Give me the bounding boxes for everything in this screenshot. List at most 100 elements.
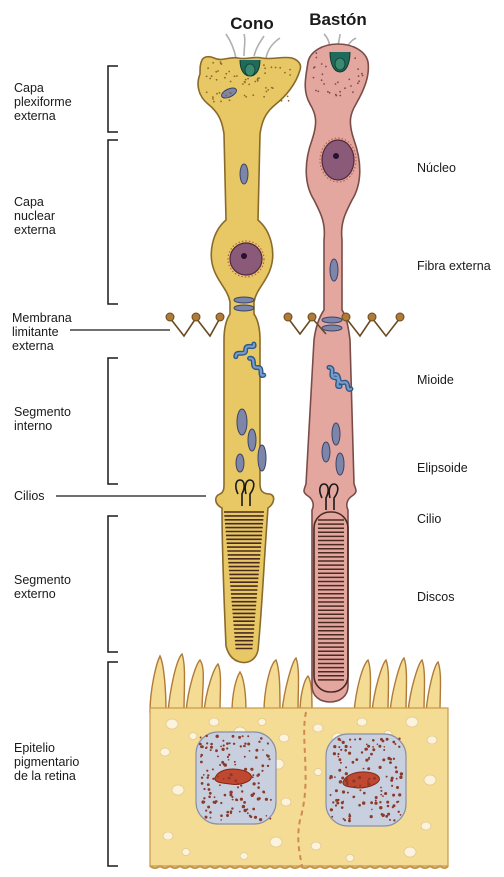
granule [313,77,315,79]
chromatin-granule [367,745,370,748]
chromatin-granule [223,744,225,746]
chromatin-granule [269,818,271,820]
chromatin-granule [208,796,211,799]
granule [254,81,256,83]
chromatin-granule [347,792,349,794]
chromatin-granule [400,814,402,816]
chromatin-granule [329,777,331,779]
chromatin-granule [253,782,256,785]
chromatin-granule [335,799,338,802]
chromatin-granule [379,766,382,769]
cone-synaptic-ribbon [245,64,255,76]
chromatin-granule [358,776,361,779]
chromatin-granule [209,811,212,814]
granule [234,75,236,77]
granule [337,81,339,83]
chromatin-granule [395,770,398,773]
granule [215,71,217,73]
chromatin-granule [331,816,333,818]
granule [289,69,291,71]
chromatin-granule [387,757,390,760]
chromatin-granule [375,800,377,802]
chromatin-granule [207,774,209,776]
chromatin-granule [242,805,245,808]
chromatin-granule [217,776,219,778]
granule [263,96,265,98]
granule [357,68,359,70]
chromatin-granule [244,743,246,745]
granule [252,94,254,96]
chromatin-granule [384,746,386,748]
granule [317,91,319,93]
granule [339,95,341,97]
chromatin-granule [203,801,205,803]
chromatin-granule [243,801,246,804]
chromatin-granule [370,815,373,818]
chromatin-granule [237,783,239,785]
chromatin-granule [234,764,236,766]
chromatin-granule [330,794,332,796]
chromatin-granule [358,804,361,807]
chromatin-granule [224,763,227,766]
chromatin-granule [354,786,356,788]
chromatin-granule [359,789,361,791]
chromatin-granule [201,777,203,779]
pigment-epithelium [150,654,448,868]
rod-title: Bastón [309,10,367,29]
chromatin-granule [367,780,369,782]
chromatin-granule [341,801,344,804]
chromatin-granule [332,801,334,803]
chromatin-granule [345,779,348,782]
chromatin-granule [252,808,255,811]
chromatin-granule [247,812,249,814]
chromatin-granule [219,784,221,786]
chromatin-granule [389,761,392,764]
label-outer-nuclear: Capa nuclear externa [14,195,58,237]
chromatin-granule [330,808,333,811]
granule [219,92,221,94]
chromatin-granule [374,802,377,805]
cone-title: Cono [230,14,273,33]
chromatin-granule [396,786,399,789]
label-cilium: Cilio [417,512,441,526]
chromatin-granule [382,740,385,743]
chromatin-granule [247,735,249,737]
chromatin-granule [205,816,208,819]
granule [271,66,273,68]
chromatin-granule [233,743,235,745]
chromatin-granule [226,811,229,814]
granule [284,72,286,74]
chromatin-granule [345,766,347,768]
chromatin-granule [268,758,270,760]
chromatin-granule [339,739,341,741]
granule [206,91,208,93]
granule [267,89,269,91]
chromatin-granule [344,819,346,821]
chromatin-granule [398,746,400,748]
granule [315,90,317,92]
chromatin-granule [203,774,205,776]
granule [213,101,215,103]
chromatin-granule [387,813,390,816]
chromatin-granule [256,774,259,777]
chromatin-granule [220,802,222,804]
chromatin-granule [226,747,228,749]
chromatin-granule [208,788,211,791]
chromatin-granule [372,748,375,751]
chromatin-granule [244,768,247,771]
chromatin-granule [249,750,251,752]
chromatin-granule [220,814,223,817]
chromatin-granule [265,798,268,801]
chromatin-granule [386,776,388,778]
chromatin-granule [235,779,238,782]
granule [266,91,268,93]
chromatin-granule [266,815,268,817]
label-outer-fiber: Fibra externa [417,259,491,273]
chromatin-granule [333,745,336,748]
chromatin-granule [216,735,219,738]
chromatin-granule [382,795,384,797]
chromatin-granule [336,802,339,805]
granule [271,87,273,89]
chromatin-granule [215,749,218,752]
chromatin-granule [242,735,244,737]
